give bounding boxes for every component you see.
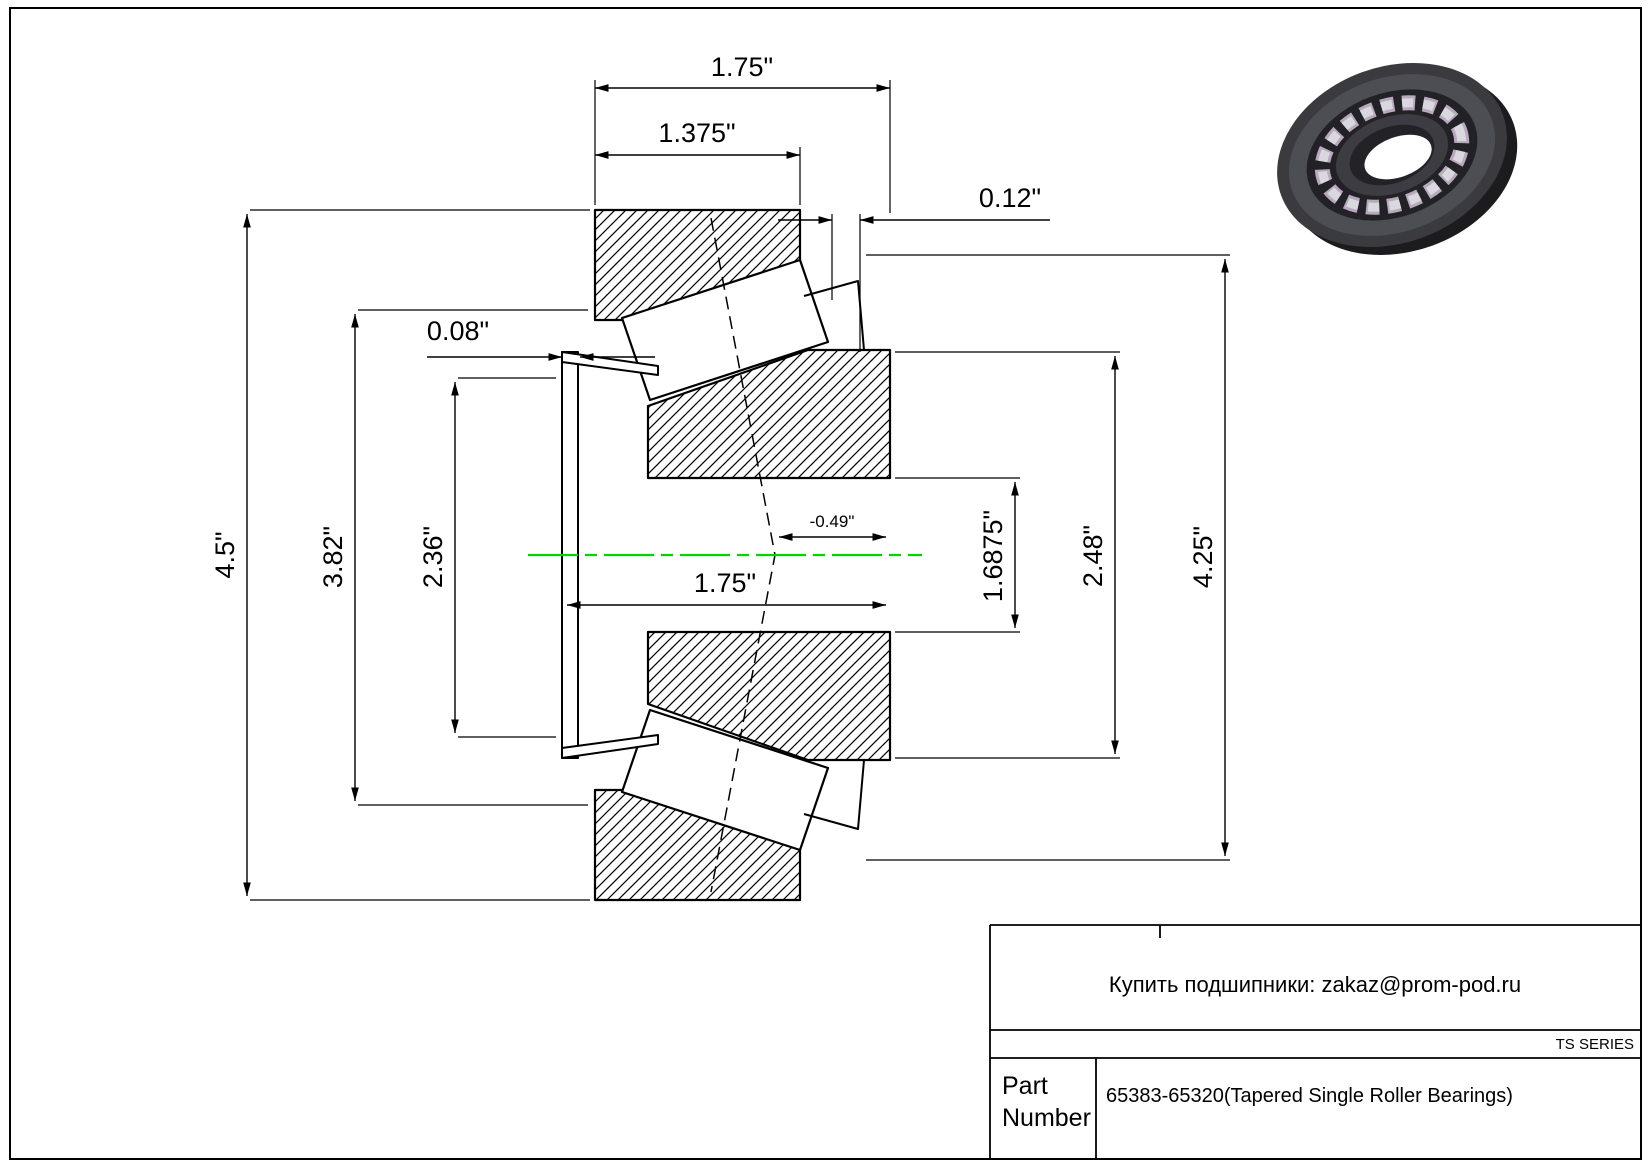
bearing-cross-section [528, 208, 922, 902]
dim-cup-width-label: 1.375" [658, 118, 735, 148]
title-block: Купить подшипники: zakaz@prom-pod.ru TS … [989, 924, 1641, 1159]
part-label-line2: Number [1002, 1104, 1091, 1132]
dim-bore-label: 1.6875" [978, 510, 1008, 602]
part-number-text: 65383-65320(Tapered Single Roller Bearin… [1106, 1085, 1513, 1107]
dimension-labels: 1.75" 1.375" 0.12" 0.08" 4.5" 3.82" 2.36… [210, 52, 1218, 602]
part-label-line1: Part [1002, 1072, 1048, 1100]
cage-back-top [803, 280, 865, 351]
dim-cup-od-label: 4.25" [1188, 526, 1218, 588]
cage-back-bottom [803, 759, 865, 830]
dim-cone-width-label: 1.75" [694, 568, 756, 598]
dim-step-label: 0.12" [979, 183, 1041, 213]
dimension-lines [243, 84, 1229, 896]
dim-rib-label: 0.08" [427, 316, 489, 346]
dimensions: 1.75" 1.375" 0.12" 0.08" 4.5" 3.82" 2.36… [210, 52, 1230, 901]
series-text: TS SERIES [1556, 1036, 1634, 1053]
cone-top-section [646, 348, 892, 480]
cage-flange-bottom [561, 734, 659, 759]
dim-cone-back-label: 2.48" [1078, 525, 1108, 587]
dim-outer-diameter-label: 4.5" [210, 531, 240, 578]
contact-text: Купить подшипники: zakaz@prom-pod.ru [1109, 972, 1521, 997]
dim-cone-front-label: 2.36" [418, 526, 448, 588]
dim-cup-inner-label: 3.82" [318, 526, 348, 588]
bearing-3d-image [1277, 62, 1518, 255]
cone-bottom-section [646, 630, 892, 762]
sheet-border [9, 7, 1642, 1160]
extension-lines [250, 80, 1230, 901]
dim-apex-offset-label: -0.49" [810, 512, 855, 531]
dim-overall-width-label: 1.75" [711, 52, 773, 82]
